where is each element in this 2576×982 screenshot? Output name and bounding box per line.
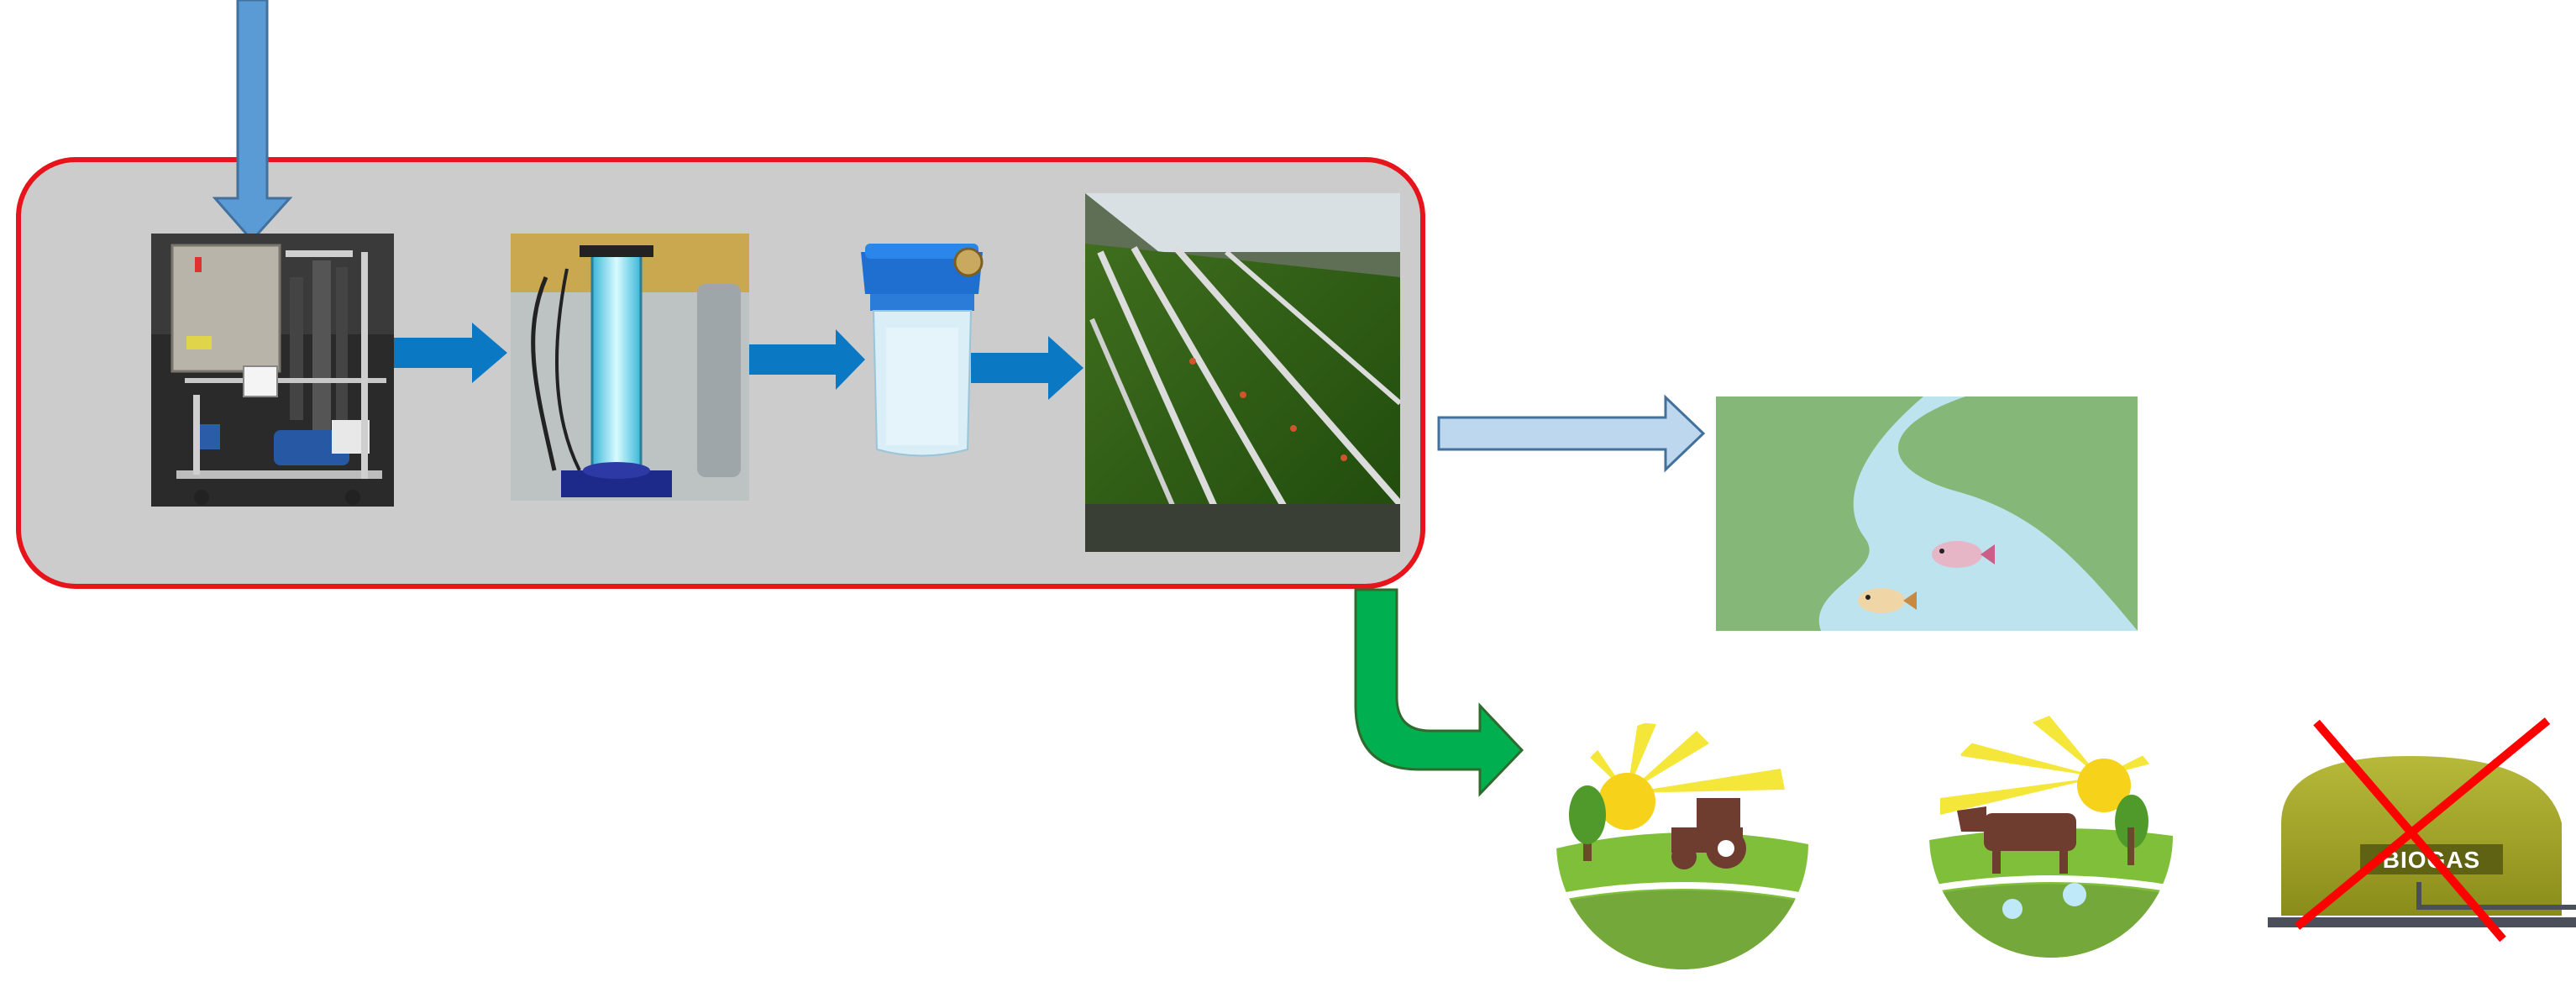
cow-pasture-icon bbox=[1890, 697, 2209, 974]
tractor-field-icon bbox=[1537, 689, 1827, 979]
flow-arrow-2 bbox=[749, 329, 865, 390]
fish-icon bbox=[1858, 588, 1917, 613]
uv-lamp-icon bbox=[511, 234, 749, 501]
river-with-fish-icon bbox=[1716, 396, 2138, 631]
outlet-arrow bbox=[1437, 394, 1706, 473]
algae-raceway-icon bbox=[1085, 193, 1400, 552]
input-arrow bbox=[212, 0, 293, 243]
reuse-arrow bbox=[1354, 588, 1524, 797]
cartridge-filter-icon bbox=[861, 244, 984, 457]
fish-icon bbox=[1932, 541, 1995, 568]
flow-arrow-3 bbox=[971, 336, 1083, 400]
cross-out-icon bbox=[2294, 717, 2551, 943]
flow-arrow-1 bbox=[394, 323, 507, 383]
treatment-unit-icon bbox=[151, 234, 394, 507]
